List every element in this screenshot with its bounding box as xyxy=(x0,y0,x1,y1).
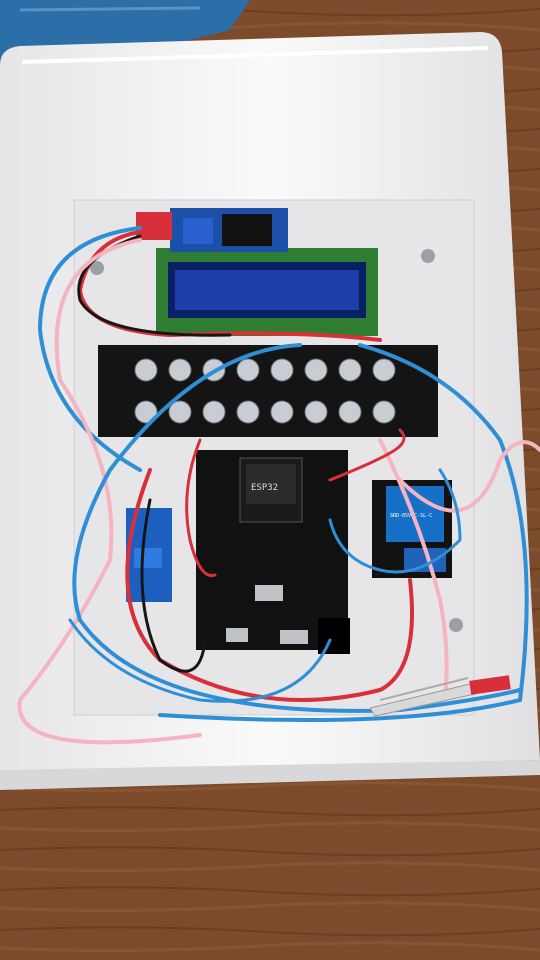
screw-top-left xyxy=(90,261,104,275)
terminal-screw xyxy=(236,400,260,424)
terminal-screw xyxy=(202,400,226,424)
wire-pink-right xyxy=(398,440,540,513)
wire-blue-lower-left xyxy=(68,618,332,703)
terminal-screw xyxy=(134,400,158,424)
wire-blue-relay xyxy=(328,468,462,574)
wiring xyxy=(17,226,540,745)
wire-pink-cross xyxy=(378,438,449,702)
terminal-screw xyxy=(304,400,328,424)
terminal-screw xyxy=(134,358,158,382)
wire-pink-left xyxy=(17,238,202,745)
relay-label: SRD-05VDC-SL-C xyxy=(390,513,432,519)
i2c-backpack xyxy=(170,208,288,252)
wire-blue-big xyxy=(72,343,522,713)
terminal-screw xyxy=(270,358,294,382)
red-connector xyxy=(136,212,172,240)
terminal-screw xyxy=(168,400,192,424)
terminal-screw xyxy=(270,400,294,424)
terminal-screw xyxy=(168,358,192,382)
terminal-screw xyxy=(338,358,362,382)
terminal-screw xyxy=(304,358,328,382)
wire-red-terminal xyxy=(185,438,217,578)
board-label: ESP32 xyxy=(251,483,278,493)
terminal-screw xyxy=(338,400,362,424)
terminal-screw xyxy=(236,358,260,382)
lcd-display xyxy=(156,248,378,336)
wire-blue-right xyxy=(158,343,529,722)
wire-black-lower xyxy=(140,498,207,673)
esp32-board: ESP32 xyxy=(196,450,350,654)
screw-top-right xyxy=(421,249,435,263)
terminal-screw xyxy=(372,358,396,382)
terminal-screw xyxy=(372,400,396,424)
wire-red-lower xyxy=(125,468,414,702)
relay-module: SRD-05VDC-SL-C xyxy=(372,480,452,578)
screw-bottom-right xyxy=(449,618,463,632)
soil-probe xyxy=(369,675,511,717)
wire-red-board xyxy=(328,428,406,482)
terminal-block xyxy=(98,345,438,437)
